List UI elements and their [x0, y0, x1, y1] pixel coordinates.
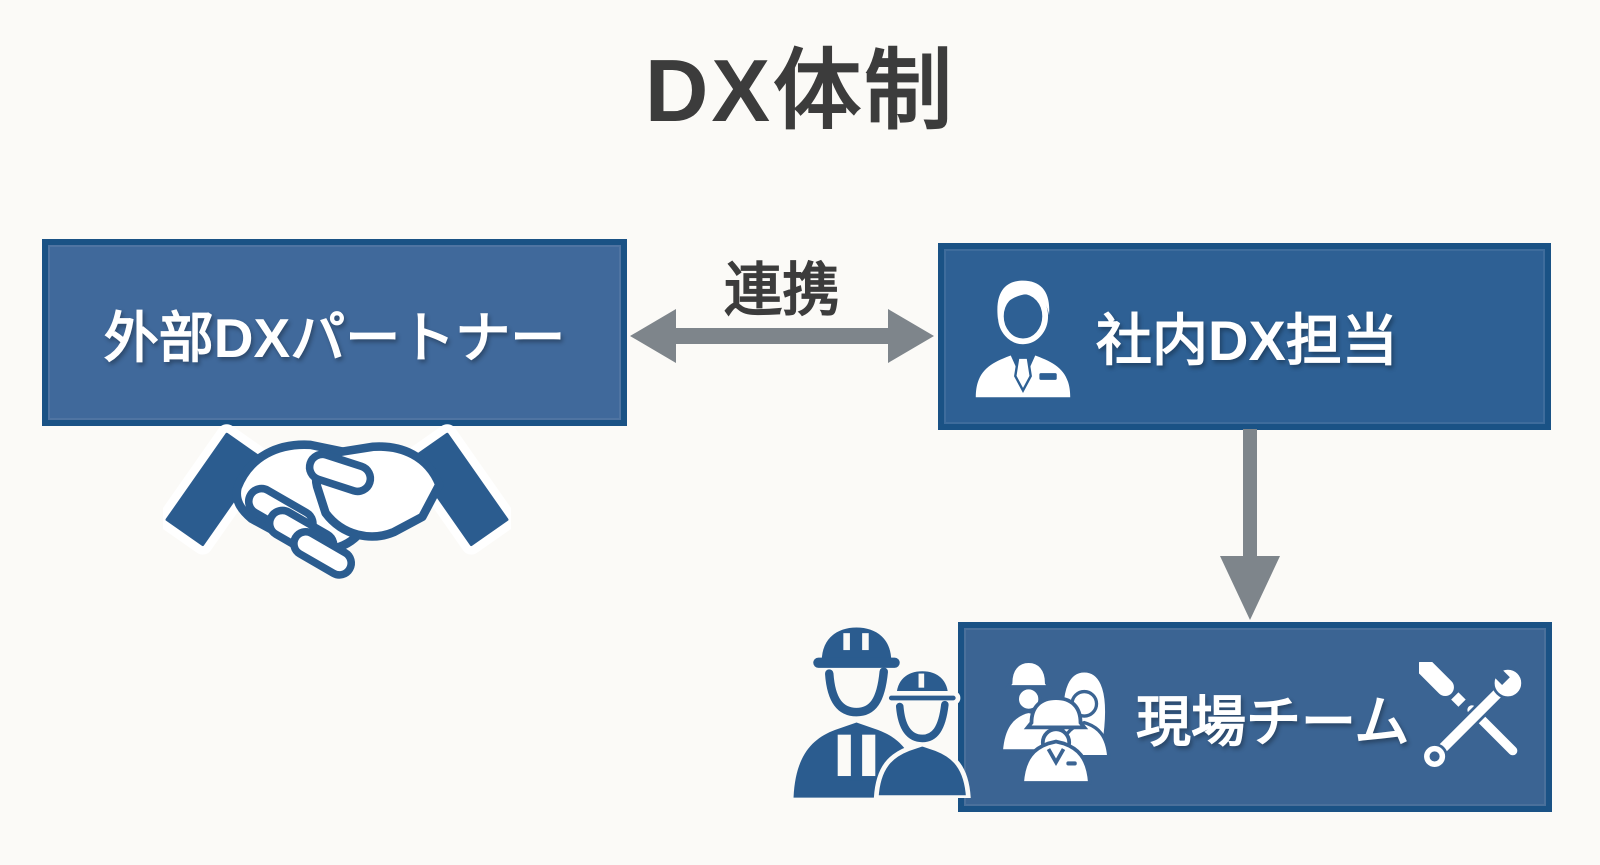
page-title: DX体制 — [644, 41, 956, 140]
partner-box-label: 外部DXパートナー — [103, 306, 566, 369]
businessman-icon — [975, 280, 1071, 397]
field-team-icon — [999, 659, 1111, 785]
partner-box: 外部DXパートナー — [42, 239, 627, 426]
collaboration-arrow — [630, 309, 934, 363]
collaboration-label: 連携 — [723, 258, 840, 323]
down-arrow — [1220, 429, 1280, 620]
field-box-label: 現場チーム — [1136, 691, 1410, 753]
handshake-icon — [163, 424, 511, 579]
internal-box: 社内DX担当 — [938, 243, 1551, 430]
internal-box-label: 社内DX担当 — [1096, 309, 1398, 372]
crossed-tools-icon — [1419, 662, 1525, 770]
field-box: 現場チーム — [958, 622, 1552, 812]
construction-workers-icon — [793, 627, 971, 798]
